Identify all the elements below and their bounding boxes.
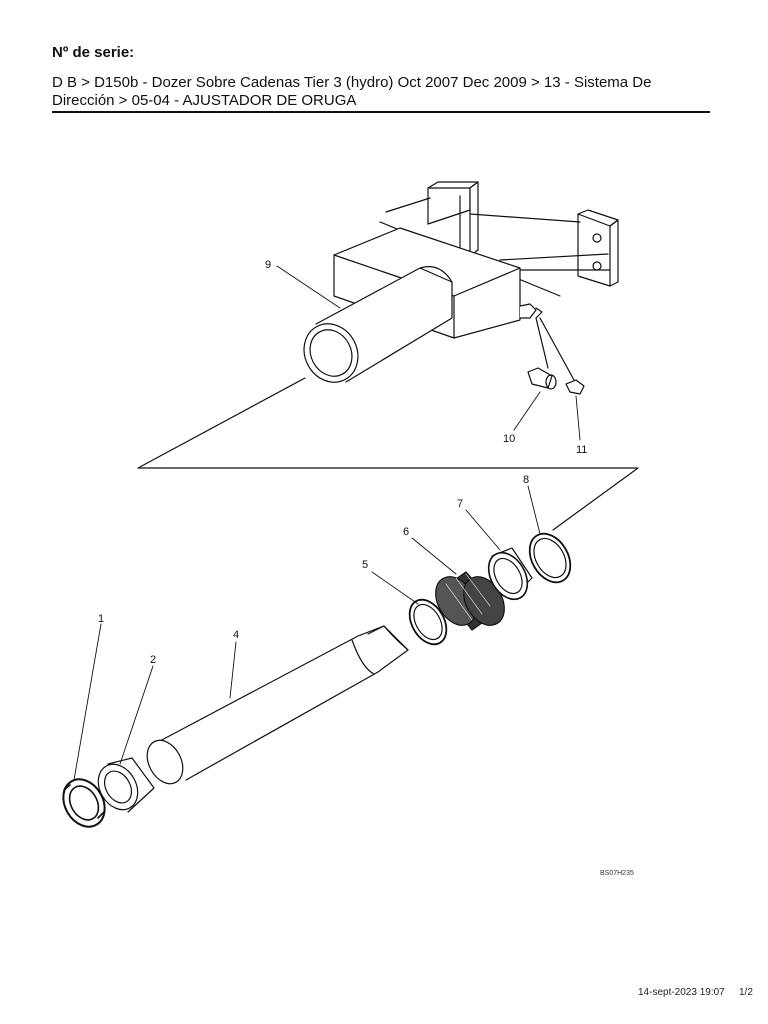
- explosion-guide-lines: [137, 377, 639, 531]
- diagram-drawing: 1 2 4 5 6 7 8 9 10 11 BS07H235: [62, 181, 639, 877]
- seal-ring: [408, 598, 448, 646]
- callout-1: 1: [98, 613, 104, 625]
- leader-lines: [73, 265, 581, 781]
- figure-code: BS07H235: [600, 870, 634, 877]
- callout-9: 9: [265, 259, 271, 271]
- piston-rod: [146, 625, 409, 785]
- page-header: Nº de serie: D B > D150b - Dozer Sobre C…: [52, 44, 710, 110]
- exploded-parts-diagram: 1 2 4 5 6 7 8 9 10 11 BS07H235: [52, 134, 710, 882]
- packing: [435, 571, 505, 631]
- callout-7: 7: [457, 498, 463, 510]
- callout-5: 5: [362, 559, 368, 571]
- lock-nut: [62, 778, 106, 828]
- serial-number-label: Nº de serie:: [52, 44, 135, 61]
- cylinder-tube: [303, 266, 453, 383]
- callout-11: 11: [576, 444, 587, 456]
- snap-ring: [528, 532, 572, 584]
- header-divider: [52, 111, 710, 113]
- callout-10: 10: [503, 433, 515, 445]
- grease-fittings: [527, 317, 585, 395]
- callout-2: 2: [150, 654, 156, 666]
- callout-8: 8: [523, 474, 529, 486]
- backup-ring: [487, 547, 533, 601]
- breadcrumb: D B > D150b - Dozer Sobre Cadenas Tier 3…: [52, 74, 652, 109]
- callout-6: 6: [403, 526, 409, 538]
- callout-4: 4: [233, 629, 239, 641]
- print-date: 14-sept-2023 19:07: [638, 987, 725, 998]
- bushing: [97, 757, 155, 813]
- page-number: 1/2: [739, 987, 753, 998]
